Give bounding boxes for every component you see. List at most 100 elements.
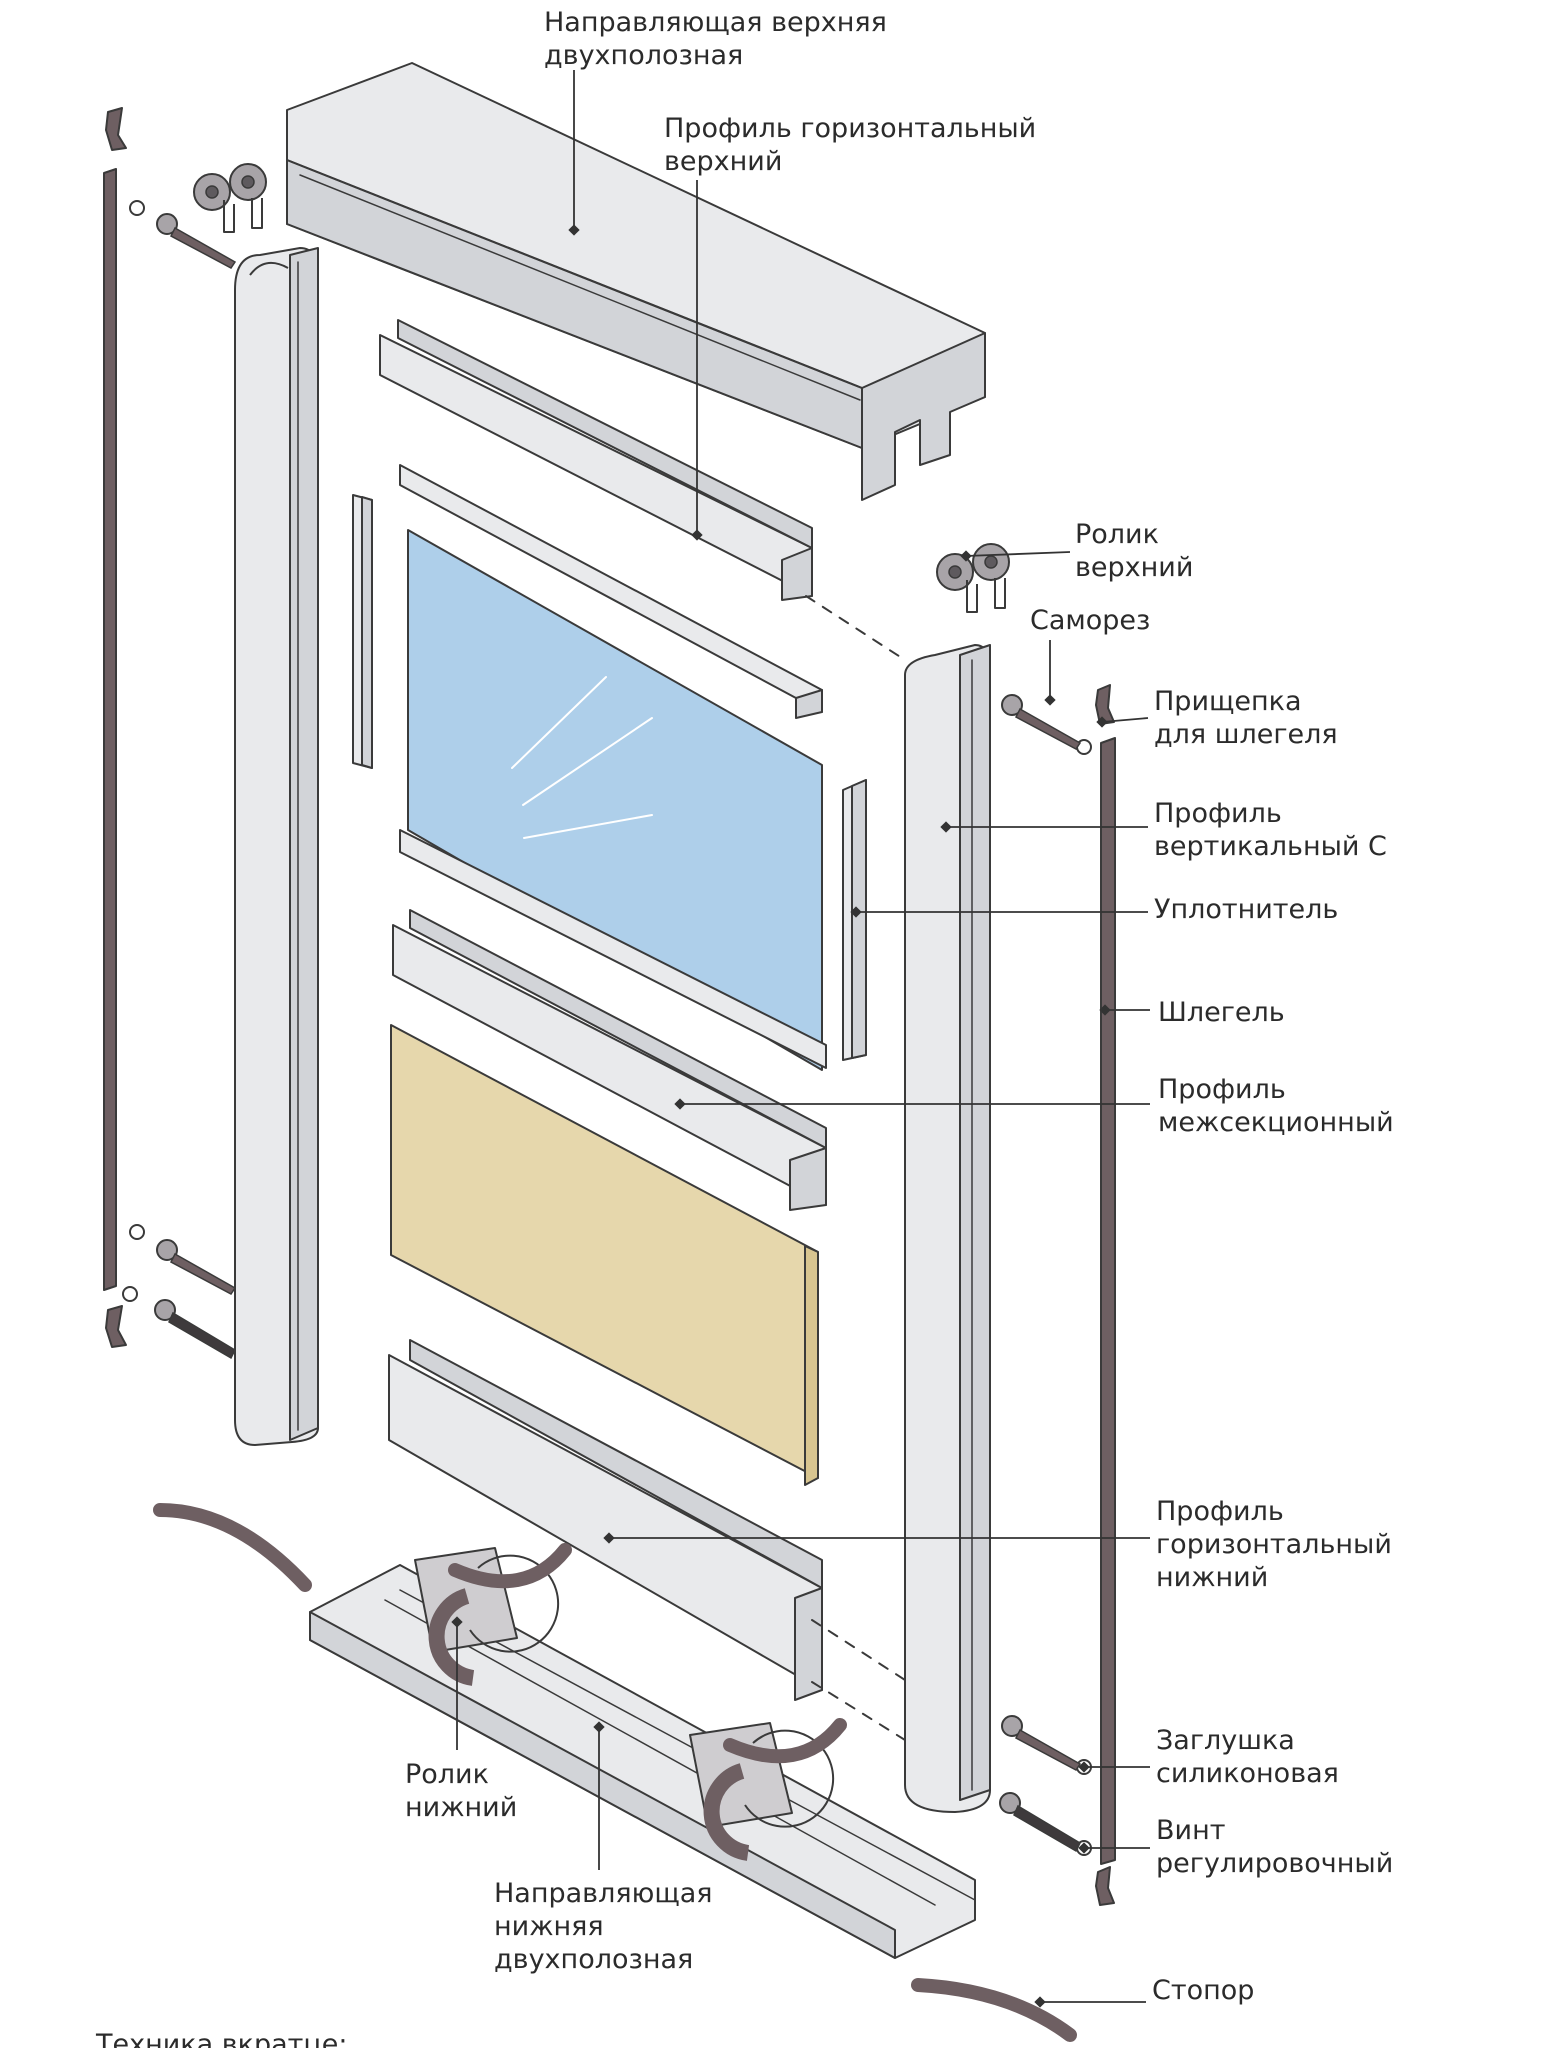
silicone-plug-marker xyxy=(1078,1761,1090,1773)
brush-clip-top-right xyxy=(1095,684,1115,725)
bottom-roller-wheel-outline xyxy=(744,1729,835,1828)
adjusting-screw-shaft xyxy=(168,1311,236,1360)
intersection-profile-marker xyxy=(674,1098,686,1110)
bottom-roller-spring xyxy=(723,1718,847,1764)
top-roller-bracket xyxy=(966,578,1006,613)
label-line: Ролик xyxy=(405,1759,489,1790)
label-line: Профиль xyxy=(1158,1074,1286,1105)
filler-panel-edge xyxy=(804,1245,819,1486)
label-line: Профиль xyxy=(1156,1496,1284,1527)
top-guide-marker xyxy=(568,224,580,236)
right-brush-seal xyxy=(1100,737,1116,1865)
self-tapping-screw xyxy=(156,213,178,235)
top-guide-edge xyxy=(286,159,863,389)
label-line: верхний xyxy=(1075,552,1194,583)
label-line: нижний xyxy=(1156,1562,1269,1593)
footer-text: Техника вкратце: xyxy=(96,2029,348,2048)
label-line: Прищепка xyxy=(1154,686,1302,717)
adjusting-screw-shaft xyxy=(1013,1804,1081,1853)
brush-clip-top-left xyxy=(105,107,127,151)
silicone-plug-ring xyxy=(129,200,145,216)
parts-layer xyxy=(103,62,1116,2042)
self-tapping-screw xyxy=(156,1239,178,1261)
brush-seal-marker xyxy=(1099,1004,1111,1016)
top-roller-hub xyxy=(241,175,255,189)
stopper-right xyxy=(911,1978,1077,2042)
top-guide-groove xyxy=(299,174,861,401)
adjusting-screw xyxy=(154,1299,176,1321)
label-line: Направляющая xyxy=(494,1878,713,1909)
bottom-roller-wheel-outline xyxy=(469,1554,560,1653)
stopper-marker xyxy=(1034,1996,1046,2008)
label-line: межсекционный xyxy=(1158,1107,1394,1138)
label-line: Винт xyxy=(1156,1815,1226,1846)
label-line: горизонтальный xyxy=(1156,1529,1392,1560)
top-roller-hub xyxy=(984,555,998,569)
self-tapping-screw xyxy=(1001,694,1023,716)
glass-reflection xyxy=(522,717,653,806)
label-line: двухполозная xyxy=(494,1944,694,1975)
top-roller-bracket xyxy=(223,198,263,233)
label-stopper: Стопор xyxy=(1152,1974,1254,2007)
bottom-roller-wheel xyxy=(428,1588,475,1686)
label-self-tapping-screw: Саморез xyxy=(1030,604,1150,637)
top-roller-leader xyxy=(965,551,1071,557)
self-tapping-screw-shaft xyxy=(1015,707,1082,750)
adjusting-screw-marker xyxy=(1078,1842,1090,1854)
self-tapping-screw-shaft xyxy=(1015,1728,1082,1771)
top-roller-marker xyxy=(960,550,972,562)
bottom-roller-spring xyxy=(448,1543,572,1589)
upper-intersection-profile-end xyxy=(795,689,823,719)
label-line: Профиль xyxy=(1154,798,1282,829)
glass-panel xyxy=(407,529,823,1071)
lower-intersection-profile-end xyxy=(789,1147,827,1211)
seal-marker xyxy=(850,906,862,918)
self-tapping-screw xyxy=(1001,1715,1023,1737)
self-tapping-screw-marker xyxy=(1044,694,1056,706)
silicone-plug-ring xyxy=(129,1224,145,1240)
top-horizontal-profile-end xyxy=(781,547,813,601)
top-horizontal-profile-marker xyxy=(691,529,703,541)
self-tapping-screw-shaft xyxy=(170,1252,237,1295)
left-brush-seal xyxy=(103,168,117,1291)
top-guide-end-cap xyxy=(861,332,986,501)
vertical-profile-c-marker xyxy=(940,821,952,833)
top-roller-hub xyxy=(948,565,962,579)
assembly-dashed-line xyxy=(811,1619,906,1681)
left-vertical-profile-side xyxy=(289,247,319,1441)
bottom-horizontal-profile-marker xyxy=(603,1532,615,1544)
left-seal-strip-side xyxy=(361,496,373,769)
label-line: силиконовая xyxy=(1156,1758,1339,1789)
bottom-horizontal-profile-end xyxy=(794,1587,823,1701)
stopper-left xyxy=(153,1503,312,1592)
label-line: Уплотнитель xyxy=(1154,894,1339,925)
brush-clip-bottom-left xyxy=(105,1305,127,1348)
self-tapping-screw-shaft xyxy=(170,226,237,269)
label-line: нижняя xyxy=(494,1911,604,1942)
brush-clip-bottom-right xyxy=(1095,1866,1115,1906)
leader-lines-layer xyxy=(451,70,1150,2008)
label-line: двухполозная xyxy=(544,40,744,71)
label-line: Шлегель xyxy=(1158,997,1285,1028)
glass-reflection xyxy=(523,814,653,839)
adjusting-screw xyxy=(999,1792,1021,1814)
brush-clip-leader xyxy=(1101,717,1149,723)
silicone-plug-ring xyxy=(122,1286,138,1302)
label-line: верхний xyxy=(664,146,783,177)
right-seal-strip-side xyxy=(851,779,867,1059)
middle-intersection-profile xyxy=(399,829,827,1069)
left-vertical-profile-top-curve xyxy=(249,261,289,276)
